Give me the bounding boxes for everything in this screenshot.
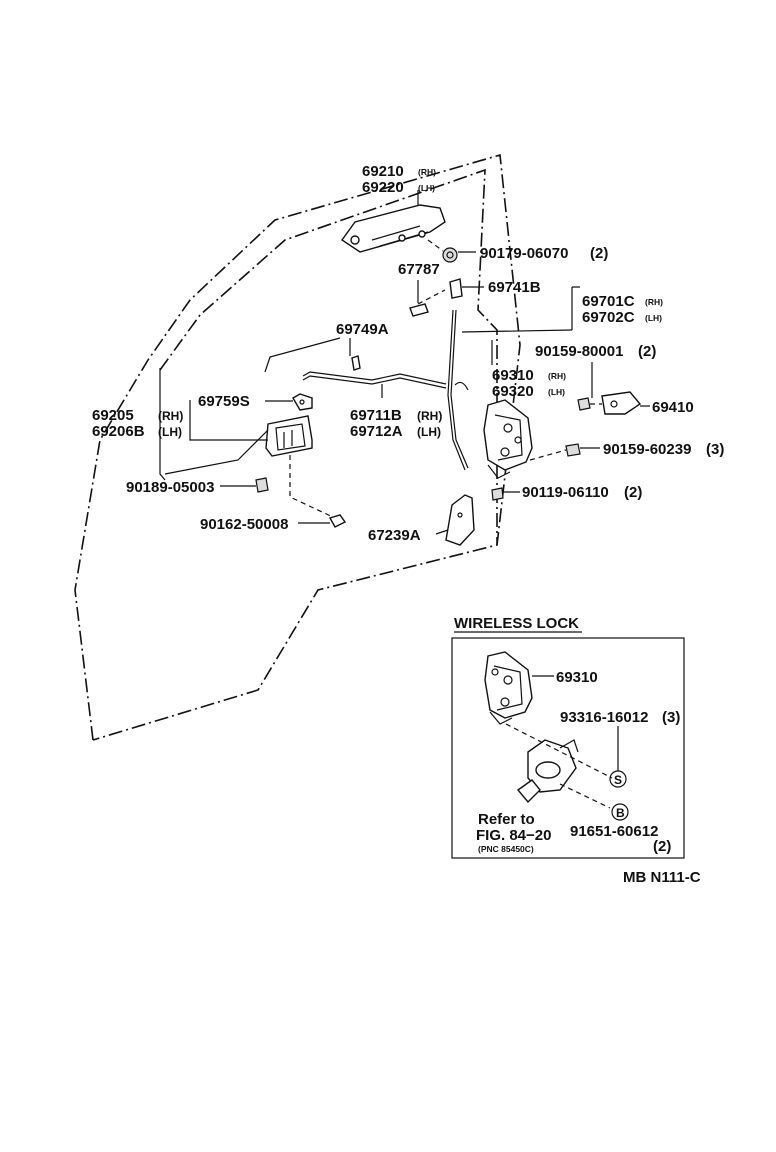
label-inside-handle-rh: 69205	[92, 407, 134, 424]
label-link-rod-lh: 69712A	[350, 423, 403, 440]
label-rod-rh: 69701C	[582, 293, 635, 310]
plug	[328, 514, 347, 528]
marker-b-circle	[611, 803, 629, 821]
link-rod	[302, 371, 469, 391]
lock-screw	[565, 443, 581, 457]
bezel-screw	[491, 487, 504, 501]
door-outline	[74, 153, 521, 741]
wireless-door-lock	[484, 651, 533, 725]
label-side: (RH)	[548, 371, 566, 381]
outside-handle	[341, 204, 446, 253]
label-side: (LH)	[548, 387, 565, 397]
striker-screw	[577, 397, 591, 411]
label-wireless-screw: 93316-16012	[560, 709, 648, 726]
striker	[601, 391, 642, 415]
label-side: (LH)	[158, 425, 182, 439]
protector	[445, 494, 475, 546]
label-side: (LH)	[418, 183, 435, 193]
label-striker: 69410	[652, 399, 694, 416]
label-screw-striker: 90159-80001	[535, 343, 623, 360]
label-refer-fig: FIG. 84−20	[476, 827, 551, 844]
label-qty: (3)	[706, 441, 724, 458]
wireless-lock-title: WIRELESS LOCK	[454, 615, 579, 632]
clip-69749a	[351, 355, 361, 371]
label-refer-pnc: (PNC 85450C)	[478, 844, 534, 854]
label-side: (RH)	[418, 167, 436, 177]
label-side: (RH)	[645, 297, 663, 307]
nut	[442, 247, 458, 263]
label-screw-lock: 90159-60239	[603, 441, 691, 458]
labels: 69210 (RH) 69220 (LH) 90179-06070 (2) 67…	[92, 163, 724, 544]
clip-69759s	[292, 393, 313, 411]
label-protector: 67239A	[368, 527, 421, 544]
label-qty: (3)	[662, 709, 680, 726]
label-screw-handle: 90189-05003	[126, 479, 214, 496]
label-qty: (2)	[653, 838, 671, 855]
label-outside-handle-lh: 69220	[362, 179, 404, 196]
label-wireless-bolt: 91651-60612	[570, 823, 658, 840]
marker-s: S	[614, 773, 622, 787]
wireless-lock-inset: WIRELESS LOCK S B 69310	[451, 615, 685, 859]
leader-lines	[159, 190, 650, 535]
label-side: (LH)	[645, 313, 662, 323]
label-lock-rh: 69310	[492, 367, 534, 384]
label-refer-to: Refer to	[478, 811, 535, 828]
pad	[409, 303, 429, 317]
label-side: (RH)	[158, 409, 183, 423]
label-link-rod-rh: 69711B	[350, 407, 402, 424]
clip-69741b	[449, 278, 463, 299]
label-clip-69749a: 69749A	[336, 321, 389, 338]
label-wireless-lock: 69310	[556, 669, 598, 686]
label-qty: (2)	[590, 245, 608, 262]
label-pad: 67787	[398, 261, 440, 278]
door-lock	[483, 399, 533, 479]
label-clip-69759s: 69759S	[198, 393, 250, 410]
label-side: (RH)	[417, 409, 442, 423]
label-outside-handle-rh: 69210	[362, 163, 404, 180]
label-rod-lh: 69702C	[582, 309, 635, 326]
screw-handle	[255, 477, 269, 493]
label-qty: (2)	[638, 343, 656, 360]
label-screw-bezel: 90119-06110	[522, 484, 609, 501]
lock-actuator	[516, 739, 579, 804]
label-inside-handle-lh: 69206B	[92, 423, 145, 440]
label-lock-lh: 69320	[492, 383, 534, 400]
control-rod	[447, 309, 469, 471]
inside-handle	[265, 415, 313, 457]
label-handle-nut: 90179-06070	[480, 245, 568, 262]
figure-code: MB N111-C	[623, 869, 701, 886]
label-clip-69741b: 69741B	[488, 279, 541, 296]
marker-b: B	[616, 806, 625, 820]
label-side: (LH)	[417, 425, 441, 439]
label-qty: (2)	[624, 484, 642, 501]
label-plug: 90162-50008	[200, 516, 288, 533]
